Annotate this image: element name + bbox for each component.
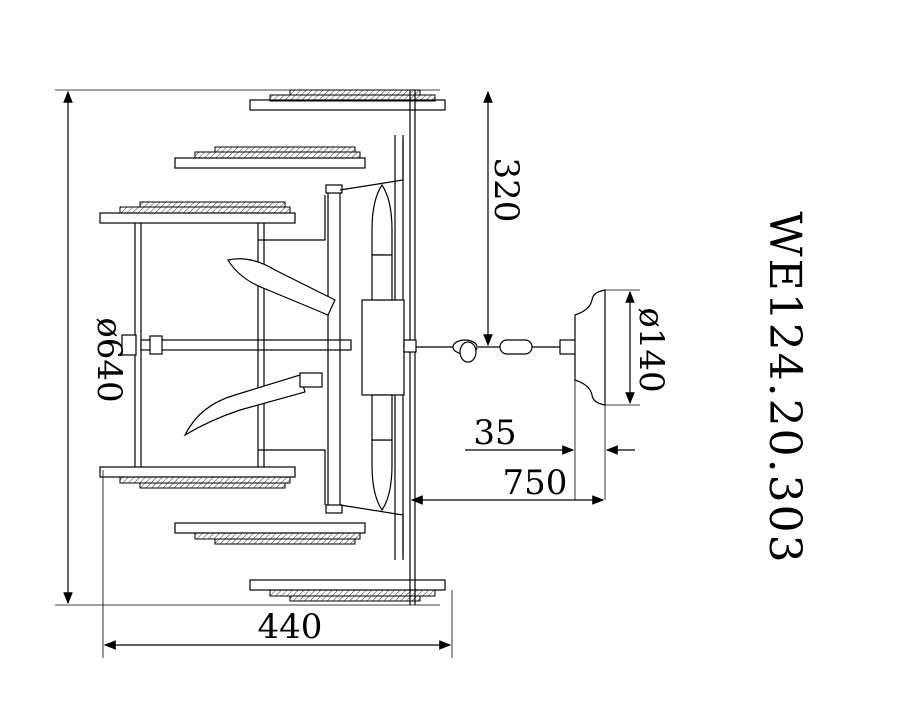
max-height-label: 750 <box>503 463 568 503</box>
model-number: WE124.20.303 <box>759 211 810 564</box>
canopy-depth-label: 35 <box>473 413 516 453</box>
chain <box>416 339 560 363</box>
candle-bulbs <box>183 183 393 512</box>
overall-diameter-label: ø640 <box>89 317 129 402</box>
fixture-outline <box>99 89 606 605</box>
central-hub <box>361 299 417 396</box>
glass-plates <box>99 89 446 602</box>
drop-label: 320 <box>486 158 526 223</box>
width-label: 440 <box>258 607 323 647</box>
canopy-diameter-label: ø140 <box>631 307 671 392</box>
dimension-lines <box>55 89 640 658</box>
ceiling-canopy <box>559 289 606 406</box>
